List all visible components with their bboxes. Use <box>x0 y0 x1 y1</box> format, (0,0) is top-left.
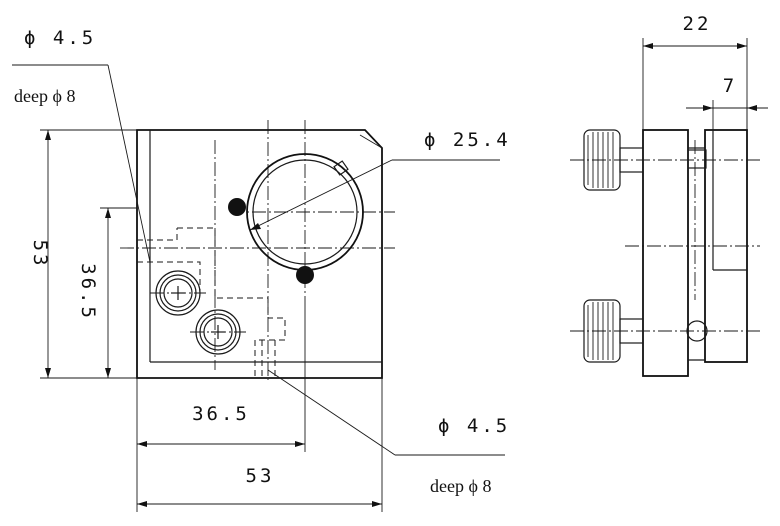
hole-top-label: ϕ 4.5 <box>24 27 96 49</box>
side-main-plate <box>642 129 689 377</box>
width-outer-dim: 53 <box>246 465 275 487</box>
height-inner-dim: 36.5 <box>77 263 99 321</box>
hole-bottom-label: ϕ 4.5 <box>438 415 510 437</box>
height-outer-dim: 53 <box>29 240 51 269</box>
side-view: 22 7 <box>570 13 768 377</box>
deep-bottom-label: deep ϕ 8 <box>430 476 491 496</box>
deep-top-label: deep ϕ 8 <box>14 86 75 106</box>
mounting-screw-1 <box>150 270 206 316</box>
width-inner-dim: 36.5 <box>192 403 250 425</box>
contact-ball-bottom <box>296 266 314 284</box>
side-plate-dim: 7 <box>723 75 737 97</box>
front-body-outline <box>136 129 383 379</box>
setscrew-slot <box>333 160 349 176</box>
contact-ball-left <box>228 198 246 216</box>
mounting-screw-2 <box>190 309 246 355</box>
side-width-dim: 22 <box>683 13 712 35</box>
bore-label: ϕ 25.4 <box>424 129 511 151</box>
bore-inner-circle <box>252 159 358 265</box>
front-view: 53 36.5 36.5 53 ϕ 4.5 deep ϕ 8 ϕ 25.4 <box>12 27 511 512</box>
